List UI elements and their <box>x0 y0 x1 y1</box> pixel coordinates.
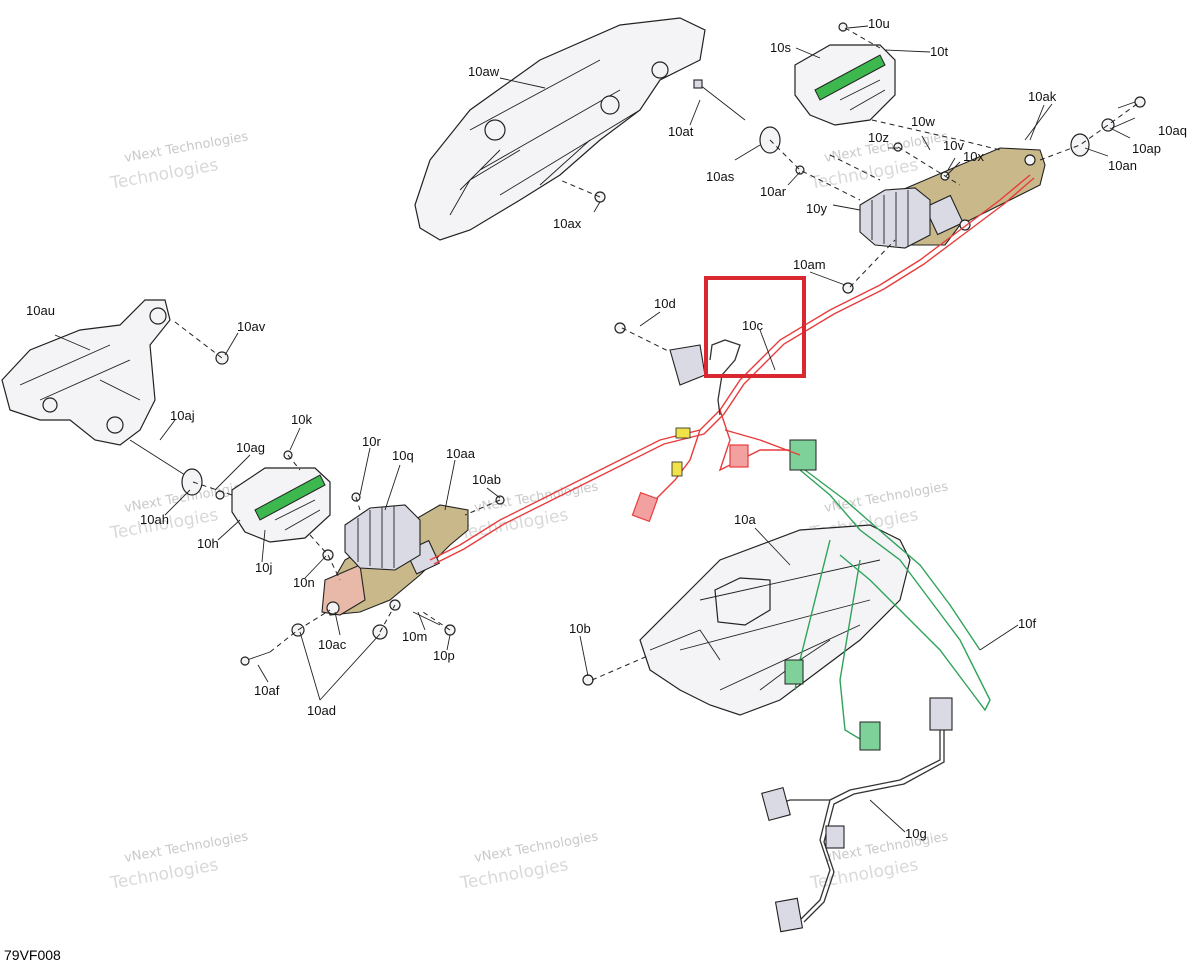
label-10z: 10z <box>868 130 889 145</box>
highlight-box <box>704 276 806 378</box>
label-10aq: 10aq <box>1158 123 1187 138</box>
actuator-upper <box>794 44 896 126</box>
label-10m: 10m <box>402 629 427 644</box>
label-10as: 10as <box>706 169 735 184</box>
label-10g: 10g <box>905 826 927 841</box>
label-10r: 10r <box>362 434 381 449</box>
label-10ad: 10ad <box>307 703 336 718</box>
motor-lower <box>344 504 421 571</box>
assembly-lines <box>174 27 1138 681</box>
label-10ah: 10ah <box>140 512 169 527</box>
label-10av: 10av <box>237 319 266 334</box>
label-10aw: 10aw <box>468 64 500 79</box>
label-10b: 10b <box>569 621 591 636</box>
headlight-housing-lower <box>1 299 171 446</box>
label-10aa: 10aa <box>446 446 476 461</box>
callout-labels: 10aw 10at 10as 10ar 10ax 10u 10s 10t 10a… <box>26 16 1187 841</box>
label-10au: 10au <box>26 303 55 318</box>
label-10an: 10an <box>1108 158 1137 173</box>
label-10u: 10u <box>868 16 890 31</box>
label-10aj: 10aj <box>170 408 195 423</box>
label-10a: 10a <box>734 512 756 527</box>
label-10ag: 10ag <box>236 440 265 455</box>
label-10j: 10j <box>255 560 272 575</box>
leader-lines <box>54 25 1136 833</box>
label-10af: 10af <box>254 683 280 698</box>
label-10ap: 10ap <box>1132 141 1161 156</box>
label-10w: 10w <box>911 114 935 129</box>
hardware <box>129 22 1146 686</box>
label-10t: 10t <box>930 44 948 59</box>
electrical-box <box>639 524 911 716</box>
label-10ac: 10ac <box>318 637 347 652</box>
label-10c: 10c <box>742 318 763 333</box>
label-10p: 10p <box>433 648 455 663</box>
label-10f: 10f <box>1018 616 1036 631</box>
label-10at: 10at <box>668 124 694 139</box>
label-10am: 10am <box>793 257 826 272</box>
motor-upper <box>859 187 931 249</box>
label-10q: 10q <box>392 448 414 463</box>
label-10ak: 10ak <box>1028 89 1057 104</box>
label-10x: 10x <box>963 149 984 164</box>
harness-green <box>784 439 991 751</box>
label-10s: 10s <box>770 40 791 55</box>
harness-red <box>429 174 1035 565</box>
diagram-code: 79VF008 <box>4 947 61 963</box>
label-10h: 10h <box>197 536 219 551</box>
label-10y: 10y <box>806 201 827 216</box>
headlight-housing-upper <box>414 17 706 241</box>
actuator-lower <box>231 467 331 543</box>
harness-grey <box>761 697 953 933</box>
label-10k: 10k <box>291 412 312 427</box>
label-10v: 10v <box>943 138 964 153</box>
label-10ar: 10ar <box>760 184 787 199</box>
label-10ab: 10ab <box>472 472 501 487</box>
label-10n: 10n <box>293 575 315 590</box>
label-10ax: 10ax <box>553 216 582 231</box>
label-10d: 10d <box>654 296 676 311</box>
